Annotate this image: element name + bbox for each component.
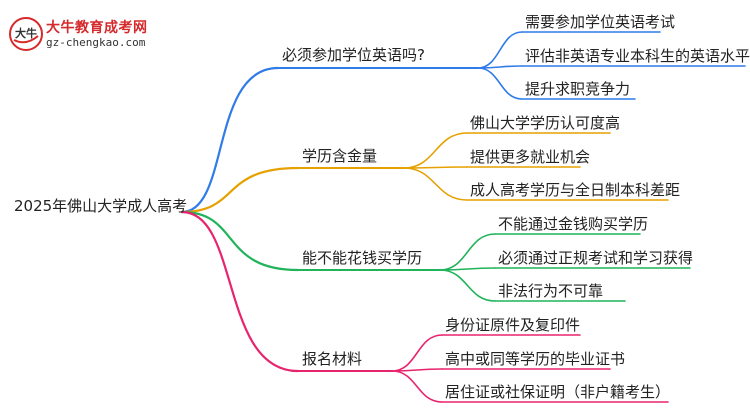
leaf-materials-2: 高中或同等学历的毕业证书 xyxy=(445,350,626,368)
leaf-materials-1: 身份证原件及复印件 xyxy=(445,316,581,334)
branch-label-english: 必须参加学位英语吗? xyxy=(282,46,425,64)
site-logo[interactable]: 大牛 大牛教育成考网 gz-chengkao.com xyxy=(8,14,158,54)
link-root-branch-3 xyxy=(180,210,300,272)
leaf-materials-3: 居住证或社保证明（非户籍考生） xyxy=(445,383,671,401)
link-branch-1-leaf-3 xyxy=(477,67,523,100)
branch-label-value: 学历含金量 xyxy=(302,147,378,165)
leaf-buy-3: 非法行为不可靠 xyxy=(498,282,604,300)
link-branch-2-leaf-1 xyxy=(403,132,468,169)
leaf-value-1: 佛山大学学历认可度高 xyxy=(470,114,621,132)
link-root-branch-4 xyxy=(180,210,300,373)
leaf-value-3: 成人高考学历与全日制本科差距 xyxy=(470,181,681,199)
logo-mark-text: 大牛 xyxy=(15,26,37,40)
branch-label-buy: 能不能花钱买学历 xyxy=(302,249,423,267)
leaf-value-2: 提供更多就业机会 xyxy=(470,148,591,166)
link-branch-4-leaf-3 xyxy=(391,370,443,403)
logo-mark-icon: 大牛 xyxy=(9,17,43,51)
link-branch-3-leaf-3 xyxy=(439,269,496,302)
leaf-english-2: 评估非英语专业本科生的英语水平 xyxy=(525,47,750,65)
leaf-english-3: 提升求职竞争力 xyxy=(525,80,631,98)
leaf-buy-2: 必须通过正规考试和学习获得 xyxy=(498,249,694,267)
leaf-english-1: 需要参加学位英语考试 xyxy=(525,13,676,31)
link-branch-1-leaf-1 xyxy=(477,31,523,69)
leaf-buy-1: 不能通过金钱购买学历 xyxy=(498,215,649,233)
link-root-branch-2 xyxy=(180,166,300,214)
link-root-branch-1 xyxy=(180,66,280,214)
branch-label-materials: 报名材料 xyxy=(302,350,363,368)
logo-url: gz-chengkao.com xyxy=(46,36,146,49)
mindmap-root: 2025年佛山大学成人高考 xyxy=(14,197,188,215)
link-branch-2-leaf-3 xyxy=(403,167,468,201)
link-branch-3-leaf-1 xyxy=(439,233,496,271)
link-branch-4-leaf-1 xyxy=(391,334,443,372)
logo-title: 大牛教育成考网 xyxy=(46,20,148,36)
